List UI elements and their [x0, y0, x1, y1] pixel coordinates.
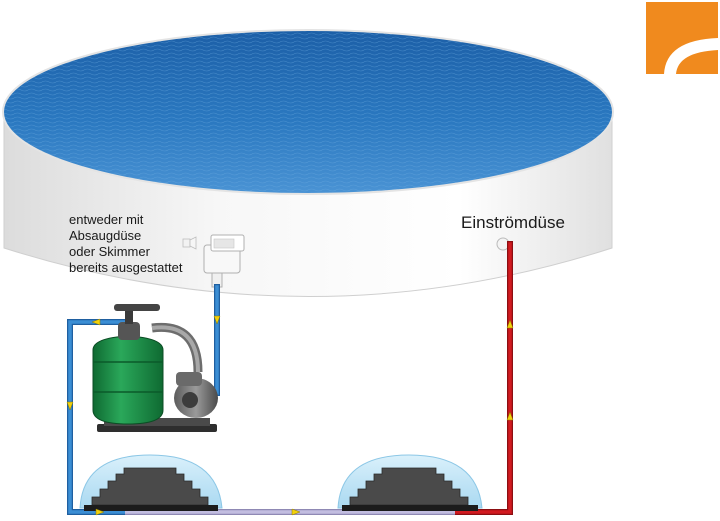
inlet-nozzle-label: Einströmdüse — [461, 213, 565, 232]
flow-arrow-icon — [66, 315, 514, 516]
suction-nozzle-icon — [182, 236, 197, 250]
sand-filter-pump-icon — [92, 304, 218, 432]
solar-collector-right — [337, 454, 483, 511]
orange-square-logo-icon — [646, 2, 718, 74]
warm-water-pipe — [452, 241, 513, 515]
suction-options-label: entweder mit Absaugdüse oder Skimmer ber… — [69, 212, 182, 276]
suction-options-line-4: bereits ausgestattet — [69, 260, 183, 275]
suction-options-line-3: oder Skimmer — [69, 244, 150, 259]
skimmer-icon — [203, 234, 245, 288]
suction-options-line-1: entweder mit — [69, 212, 144, 227]
solar-collector-left — [79, 454, 223, 511]
suction-options-line-2: Absaugdüse — [69, 228, 142, 243]
